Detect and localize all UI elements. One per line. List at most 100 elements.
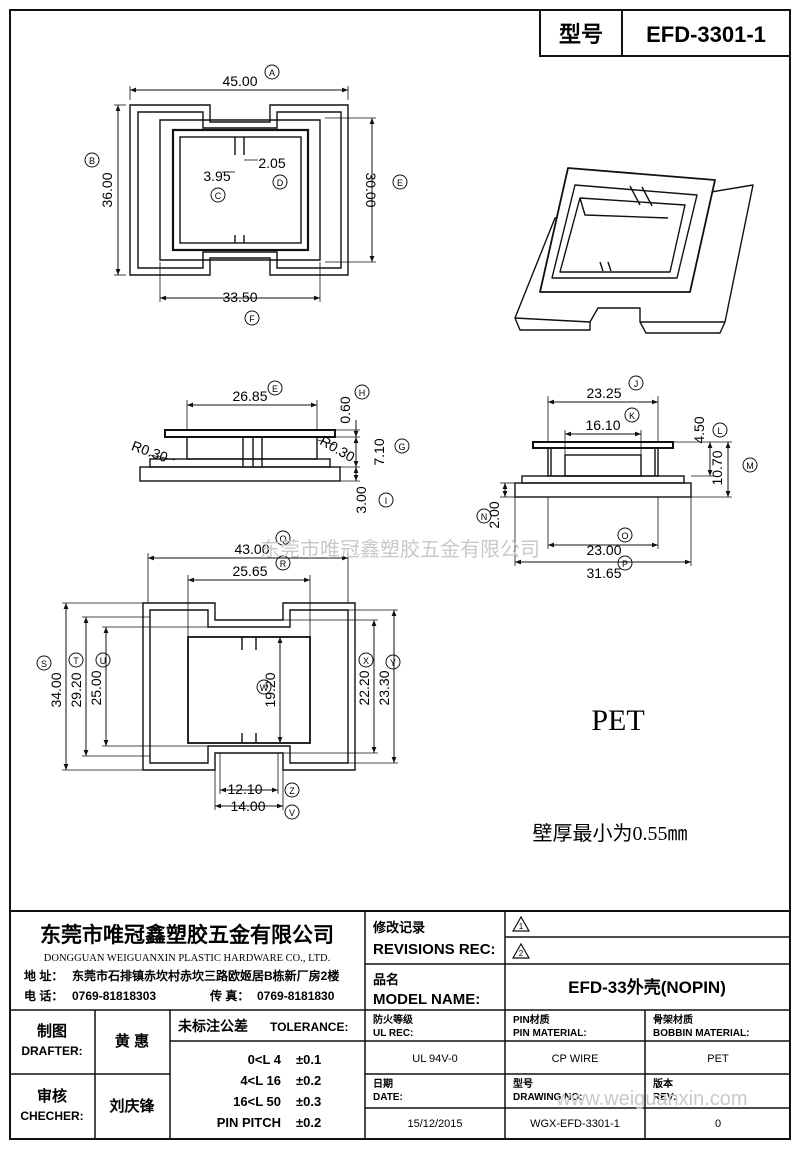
bobbin-material-value: PET	[707, 1053, 729, 1065]
phone-label: 电 话：	[24, 988, 63, 1003]
tolerance-label-en: TOLERANCE:	[270, 1020, 348, 1034]
dim-x-tag: X	[363, 656, 369, 666]
revision-mark-2: 2	[519, 949, 524, 958]
dim-e-tag: E	[397, 178, 403, 188]
dim-fe-tag: E	[272, 384, 278, 394]
dim-d-value: 2.05	[258, 155, 285, 171]
dim-v-value: 14.00	[230, 798, 265, 814]
dim-s-tag: S	[41, 659, 47, 669]
dim-fe-value: 26.85	[232, 388, 267, 404]
drawing-no-label-cn: 型号	[513, 1077, 533, 1090]
company-name-cn: 东莞市唯冠鑫塑胶五金有限公司	[40, 923, 334, 947]
revisions-label-cn: 修改记录	[372, 920, 425, 935]
address-label: 地 址：	[24, 968, 63, 983]
dim-l-tag: L	[717, 426, 722, 436]
ul-value: UL 94V-0	[412, 1053, 457, 1065]
dim-q-tag: Q	[279, 534, 286, 544]
front-view	[139, 400, 360, 482]
date-label-cn: 日期	[373, 1077, 393, 1090]
pin-material-value: CP WIRE	[552, 1053, 599, 1065]
tolerance-value-2: ±0.2	[296, 1073, 321, 1088]
dim-h-value: 0.60	[337, 396, 353, 423]
dim-j-tag: J	[634, 379, 639, 389]
dim-u-value: 25.00	[88, 670, 104, 705]
dim-s-value: 34.00	[48, 672, 64, 707]
address-value: 东莞市石排镇赤坎村赤坎三路欧姬居B栋新厂房2楼	[72, 968, 339, 983]
ul-label-cn: 防火等级	[373, 1013, 414, 1026]
pin-material-label-cn: PIN材质	[513, 1013, 550, 1026]
dim-i-value: 3.00	[353, 486, 369, 513]
dim-e-value: 30.00	[363, 172, 379, 207]
dim-p-tag: P	[622, 559, 628, 569]
dim-z-tag: Z	[289, 786, 295, 796]
front-view-labels: 26.85 E 0.60 H 7.10 G 3.00 I R0.30 R0.30	[129, 380, 410, 514]
drawing-no-label-en: DRAWING NO:	[513, 1092, 582, 1103]
phone-value: 0769-81818303	[72, 989, 156, 1003]
title-block-text: 东莞市唯冠鑫塑胶五金有限公司 DONGGUAN WEIGUANXIN PLAST…	[20, 920, 749, 1130]
revision-mark-1: 1	[519, 922, 524, 931]
dim-k-tag: K	[629, 411, 635, 421]
dim-h-tag: H	[359, 388, 366, 398]
drafter-label-en: DRAFTER:	[21, 1044, 82, 1058]
dim-d-tag: D	[277, 178, 284, 188]
model-name-label-cn: 品名	[373, 972, 399, 987]
dim-m-value: 10.70	[709, 450, 725, 485]
material-note: PET	[591, 704, 644, 737]
dim-a-tag: A	[269, 68, 275, 78]
dim-f-value: 33.50	[222, 289, 257, 305]
checker-name: 刘庆锋	[109, 1097, 155, 1115]
ul-label-en: UL REC:	[373, 1028, 413, 1039]
header-model-box: 型号 EFD-3301-1	[539, 9, 791, 57]
rev-label-cn: 版本	[653, 1077, 674, 1090]
fax-value: 0769-8181830	[257, 989, 335, 1003]
sheet-border	[9, 9, 791, 1140]
drafter-label-cn: 制图	[37, 1022, 67, 1040]
header-model-label: 型号	[559, 22, 603, 47]
dim-c-tag: C	[215, 191, 222, 201]
checker-label-cn: 审核	[37, 1087, 67, 1105]
dim-p-value: 31.65	[586, 565, 621, 581]
pin-material-label-en: PIN MATERIAL:	[513, 1028, 587, 1039]
dim-x-value: 22.20	[356, 670, 372, 705]
company-name-en: DONGGUAN WEIGUANXIN PLASTIC HARDWARE CO.…	[44, 953, 330, 964]
dim-g-tag: G	[398, 442, 405, 452]
model-name-value: EFD-33外壳(NOPIN)	[568, 977, 726, 997]
dim-y-tag: Y	[390, 658, 396, 668]
dim-a-value: 45.00	[222, 73, 257, 89]
isometric-view	[514, 167, 754, 334]
bottom-view-labels: 43.00 Q 25.65 R 34.00 S 29.20 T 25.00 U …	[36, 530, 401, 820]
dim-j-value: 23.25	[586, 385, 621, 401]
title-block	[10, 910, 790, 1139]
dim-o-tag: O	[621, 531, 628, 541]
wall-thickness-note: 壁厚最小为0.55㎜	[533, 822, 688, 845]
model-name-label-en: MODEL NAME:	[373, 991, 480, 1008]
dim-n-tag: N	[481, 512, 488, 522]
revisions-label-en: REVISIONS REC:	[373, 941, 496, 958]
dim-r-tag: R	[280, 559, 287, 569]
dim-w-tag: W	[260, 683, 269, 693]
dim-k-value: 16.10	[585, 417, 620, 433]
fax-label: 传 真：	[209, 988, 249, 1003]
dim-b-tag: B	[89, 156, 95, 166]
dim-m-tag: M	[746, 461, 754, 471]
drafter-name: 黄 惠	[115, 1032, 149, 1050]
dim-l-value: 4.50	[691, 416, 707, 443]
dim-c-value: 3.95	[203, 168, 230, 184]
dim-r-value: 25.65	[232, 563, 267, 579]
drawing-no-value: WGX-EFD-3301-1	[530, 1118, 620, 1130]
dim-t-tag: T	[73, 656, 79, 666]
dim-i-tag: I	[385, 496, 388, 506]
dim-o-value: 23.00	[586, 542, 621, 558]
watermark-url: www.weiguanxin.com	[555, 1088, 747, 1110]
top-view	[114, 86, 376, 302]
bottom-view	[62, 553, 398, 810]
side-view-labels: 23.25 J 16.10 K 4.50 L 10.70 M 2.00 N 23…	[476, 375, 758, 581]
dim-u-tag: U	[100, 656, 107, 666]
dim-z-value: 12.10	[227, 781, 262, 797]
dim-v-tag: V	[289, 808, 295, 818]
dim-f-tag: F	[249, 314, 255, 324]
watermark-company: 东莞市唯冠鑫塑胶五金有限公司	[260, 538, 540, 561]
header-model-value: EFD-3301-1	[646, 22, 766, 47]
tolerance-value-4: ±0.2	[296, 1115, 321, 1130]
tolerance-value-3: ±0.3	[296, 1094, 321, 1109]
